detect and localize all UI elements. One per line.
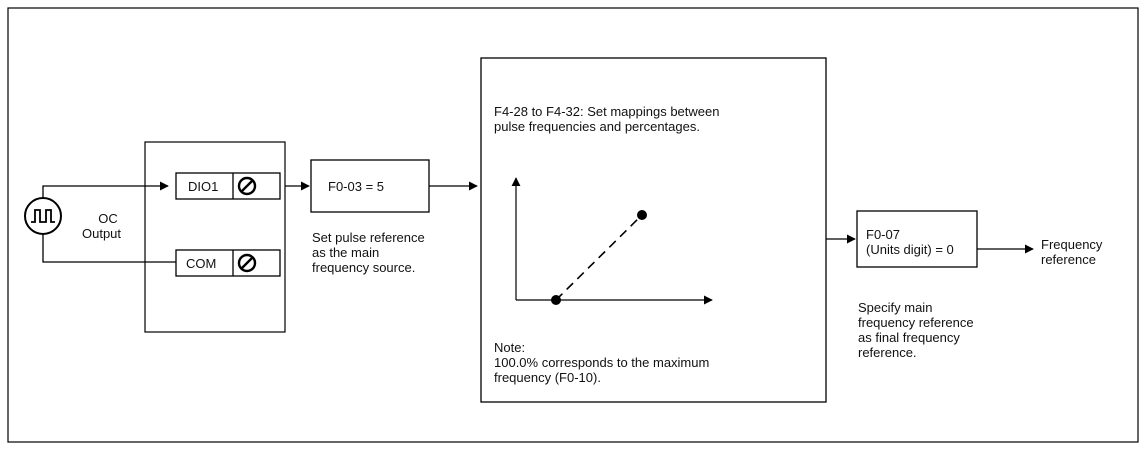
f0-07-box [856, 210, 978, 268]
dio1-terminal [175, 172, 281, 200]
f0-03-description: Set pulse reference as the main frequenc… [312, 230, 425, 275]
f0-07-description: Specify main frequency reference as fina… [858, 300, 974, 360]
f0-03-label: F0-03 = 5 [328, 179, 385, 194]
terminal-block [144, 141, 286, 333]
output-label: Frequency reference [1041, 237, 1103, 267]
wire-source-to-dio1 [42, 181, 169, 198]
com-terminal [175, 249, 281, 277]
graph-point-max [637, 210, 647, 220]
mapping-title: F4-28 to F4-32: Set mappings between pul… [494, 104, 720, 134]
graph-mapping-line [555, 214, 643, 301]
graph-point-min [551, 295, 561, 305]
screw-terminal-icon [237, 176, 257, 196]
screw-terminal-icon [237, 253, 257, 273]
source-label: OC Output [82, 211, 122, 241]
wire-source-to-com [42, 234, 176, 263]
pulse-source-icon [24, 197, 62, 235]
mapping-graph [511, 177, 713, 305]
mapping-box [480, 57, 827, 403]
mapping-note: Note: 100.0% corresponds to the maximum … [494, 340, 710, 385]
f0-07-label: F0-07 (Units digit) = 0 [866, 227, 954, 257]
dio1-label: DIO1 [188, 179, 219, 194]
outer-frame [7, 7, 1139, 443]
com-label: COM [186, 256, 217, 271]
